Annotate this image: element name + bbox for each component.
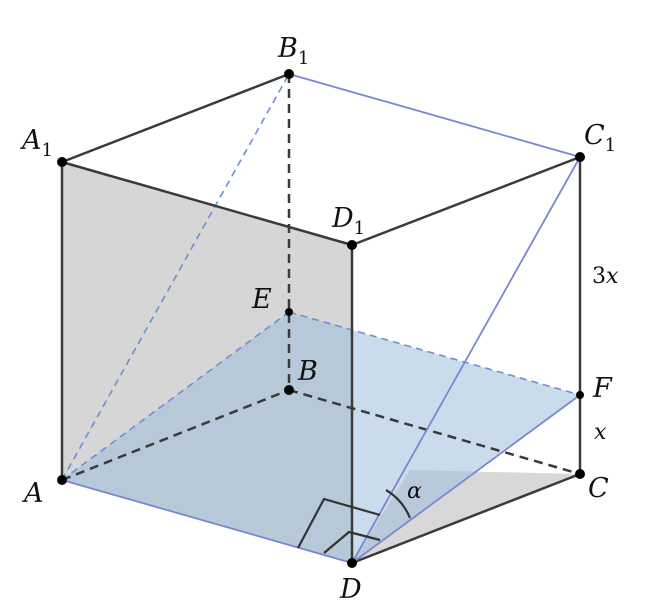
line-a-b1	[61, 73, 290, 481]
point-b	[284, 385, 294, 395]
edge-a1-b1	[61, 72, 290, 164]
label-f: F	[592, 373, 613, 404]
angle-alpha-arc	[385, 489, 412, 519]
right-angle-marker-inner	[323, 530, 381, 554]
edge-a1-d1	[61, 160, 353, 247]
edge-b1-c1	[288, 73, 581, 158]
line-e-f	[288, 311, 581, 396]
edge-d1-c1	[351, 155, 581, 247]
point-c1	[575, 152, 585, 162]
label-a: A	[21, 478, 44, 509]
label-c: C	[588, 473, 609, 504]
label-b: B	[297, 356, 318, 387]
dimension-label-x: x	[594, 420, 607, 445]
point-b1	[284, 69, 294, 79]
label-c1: C1	[584, 120, 616, 156]
section-plane-aefd	[62, 312, 580, 563]
right-angle-marker-outer	[297, 497, 381, 549]
point-d	[347, 558, 357, 568]
label-b1: B1	[277, 33, 309, 69]
point-a1	[57, 157, 67, 167]
point-d1	[347, 240, 357, 250]
label-d1: D1	[331, 203, 365, 239]
label-d: D	[339, 574, 362, 605]
dimension-label-3x: 3x	[592, 264, 619, 289]
label-e: E	[251, 284, 272, 315]
edge-b-c	[288, 388, 581, 476]
point-c	[575, 469, 585, 479]
line-d-f	[351, 394, 581, 564]
point-e	[285, 308, 293, 316]
line-d-c1	[351, 156, 581, 564]
edge-a-d	[61, 479, 353, 564]
point-a	[57, 475, 67, 485]
edge-d-c	[351, 472, 581, 565]
angle-label-alpha: α	[407, 479, 422, 504]
label-a1: A1	[19, 125, 53, 161]
point-f	[576, 391, 584, 399]
edge-a-b	[61, 388, 290, 482]
